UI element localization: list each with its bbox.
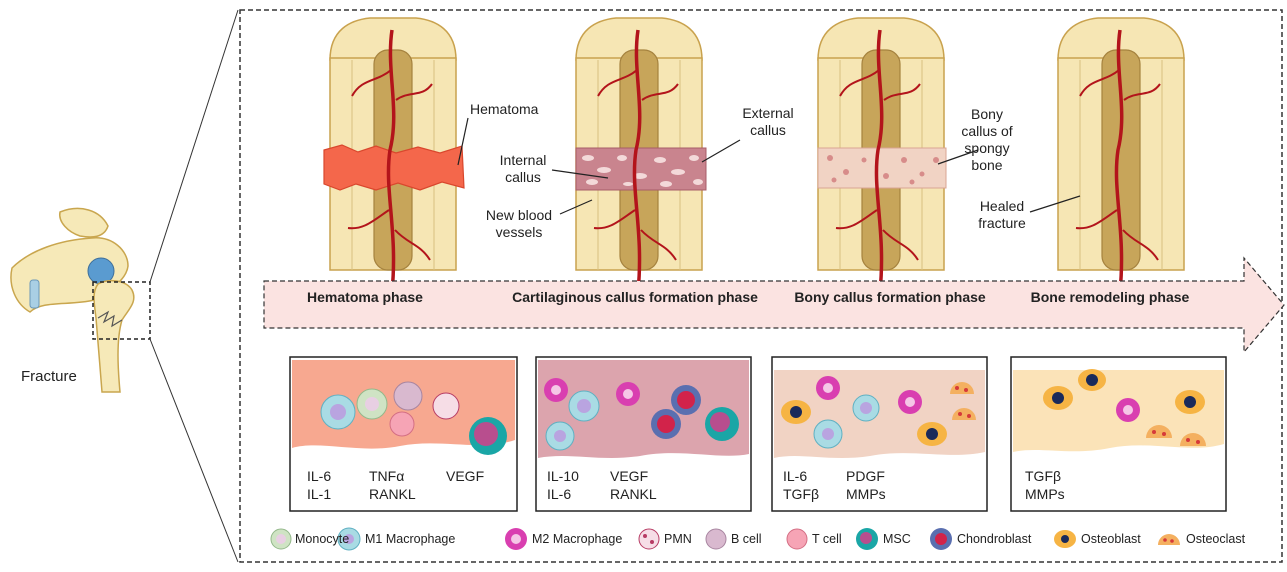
legend-label-osteoblast: Osteoblast <box>1081 532 1141 547</box>
cytokine-label: IL-6 <box>547 486 571 503</box>
cytokine-label: IL-6 <box>783 468 807 485</box>
legend-label-pmn: PMN <box>664 532 692 547</box>
legend-label-m1-macrophage: M1 Macrophage <box>365 532 455 547</box>
chondroblast-icon <box>930 528 952 550</box>
annotation-external-callus: External callus <box>736 105 800 139</box>
bone-hematoma <box>324 18 464 292</box>
cytokine-label: TGFβ <box>783 486 819 503</box>
b-cell-icon <box>706 529 726 549</box>
legend-label-msc: MSC <box>883 532 911 547</box>
cytokine-label: MMPs <box>1025 486 1065 503</box>
legend-label-m2-macrophage: M2 Macrophage <box>532 532 622 547</box>
zoom-line-top <box>150 10 238 282</box>
cytokine-label: RANKL <box>369 486 416 503</box>
cytokine-label: PDGF <box>846 468 885 485</box>
cytokine-label: IL-6 <box>307 468 331 485</box>
legend-label-osteoclast: Osteoclast <box>1186 532 1245 547</box>
fracture-label: Fracture <box>21 368 77 385</box>
phase-hematoma: Hematoma phase <box>300 289 430 306</box>
pmn-icon <box>639 529 659 549</box>
cytokine-label: RANKL <box>610 486 657 503</box>
msc-icon <box>856 528 878 550</box>
bone-cartilaginous-callus <box>576 18 706 292</box>
annotation-healed-fracture: Healed fracture <box>972 198 1032 232</box>
cytokine-label: MMPs <box>846 486 886 503</box>
legend-label-chondroblast: Chondroblast <box>957 532 1031 547</box>
phase-bony-callus: Bony callus formation phase <box>790 289 990 306</box>
cytokine-label: VEGF <box>610 468 648 485</box>
phase-bone-remodeling: Bone remodeling phase <box>1030 289 1190 306</box>
legend-label-t-cell: T cell <box>812 532 842 547</box>
t-cell-icon <box>787 529 807 549</box>
bone-bony-callus <box>818 18 946 292</box>
osteoblast-icon <box>1054 530 1076 548</box>
cytokine-label: IL-10 <box>547 468 579 485</box>
bone-remodeling <box>1058 18 1184 292</box>
osteoclast-icon <box>1158 534 1180 545</box>
m2-macrophage-icon <box>505 528 527 550</box>
cytokine-label: VEGF <box>446 468 484 485</box>
cytokine-label: TGFβ <box>1025 468 1061 485</box>
phase-cartilaginous-callus: Cartilaginous callus formation phase <box>510 289 760 306</box>
pelvis-illustration <box>11 208 134 392</box>
cytokine-label: TNFα <box>369 468 404 485</box>
annotation-bony-callus-spongy-bone: Bony callus of spongy bone <box>952 106 1022 174</box>
monocyte-icon <box>271 529 291 549</box>
legend-label-b-cell: B cell <box>731 532 762 547</box>
annotation-new-blood-vessels: New blood vessels <box>478 207 560 241</box>
legend-label-monocyte: Monocyte <box>295 532 349 547</box>
zoom-line-bottom <box>150 339 238 562</box>
cytokine-label: IL-1 <box>307 486 331 503</box>
annotation-hematoma: Hematoma <box>470 101 538 118</box>
annotation-internal-callus: Internal callus <box>495 152 551 186</box>
